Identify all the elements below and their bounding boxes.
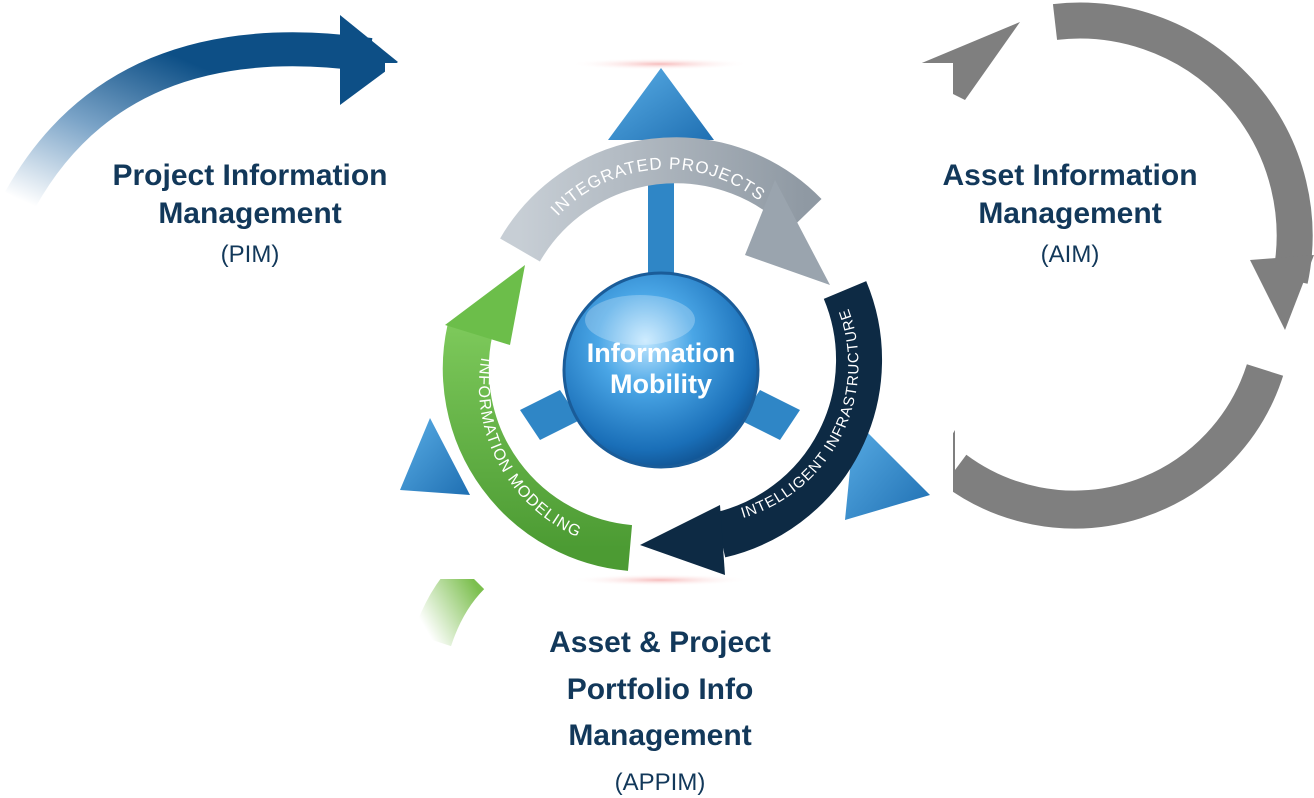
pim-title-line1: Project Information [112,159,388,192]
pim-cycle-arrow [5,15,398,209]
aim-title-line2: Management [978,196,1162,230]
appim-title-line2: Portfolio Info [566,672,754,706]
pim-abbreviation: (PIM) [220,241,280,268]
information-mobility-sphere: Information Mobility [562,271,760,469]
center-label-line1: Information [587,338,736,368]
appim-title-line3: Management [568,719,752,752]
ring-intelligent-infrastructure [640,281,882,575]
appim-label: Asset & Project Portfolio Info Managemen… [490,620,830,798]
aim-title-line1: Asset Information [942,159,1198,192]
appim-title-line1: Asset & Project [549,626,771,659]
center-graphic: INTEGRATED PROJECTS INTELLIGENT INFRASTR… [385,58,953,586]
appim-cycle-arrow [412,560,485,647]
pim-label: Project Information Management (PIM) [70,157,430,270]
ring-integrated-projects [500,137,830,285]
pim-title-line2: Management [158,196,342,230]
aim-abbreviation: (AIM) [1040,241,1100,268]
appim-abbreviation: (APPIM) [614,768,706,796]
ring-information-modeling [442,265,633,571]
center-label-line2: Mobility [610,369,712,399]
aim-label: Asset Information Management (AIM) [885,157,1255,270]
